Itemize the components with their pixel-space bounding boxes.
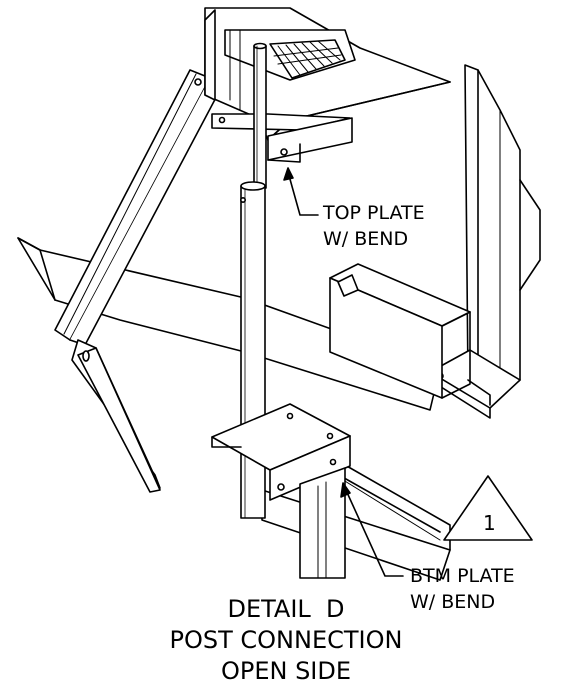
revision-triangle	[443, 475, 533, 541]
bottom-plate	[211, 403, 351, 501]
top-plate	[211, 113, 353, 163]
btm-plate-callout-line2: W/ BEND	[410, 591, 496, 613]
btm-plate-callout: BTM PLATE W/ BEND	[410, 563, 515, 615]
btm-plate-leader	[340, 482, 404, 577]
angle-piece	[71, 339, 161, 493]
detail-title: DETAIL D	[227, 595, 345, 623]
detail-caption: DETAIL D POST CONNECTION OPEN SIDE	[126, 594, 446, 687]
right-frame	[429, 64, 541, 419]
revision-number: 1	[483, 511, 496, 535]
detail-subtitle: POST CONNECTION	[169, 626, 403, 654]
post-stub	[299, 467, 346, 579]
rect-tube	[329, 263, 471, 399]
top-plate-callout: TOP PLATE W/ BEND	[323, 200, 425, 252]
top-plate-leader	[283, 167, 319, 216]
top-plate-callout-line1: TOP PLATE	[323, 202, 425, 224]
upper-post	[253, 42, 267, 189]
lower-post	[240, 181, 266, 519]
btm-plate-callout-line1: BTM PLATE	[410, 565, 515, 587]
top-plate-callout-line2: W/ BEND	[323, 228, 409, 250]
detail-side: OPEN SIDE	[220, 657, 352, 685]
